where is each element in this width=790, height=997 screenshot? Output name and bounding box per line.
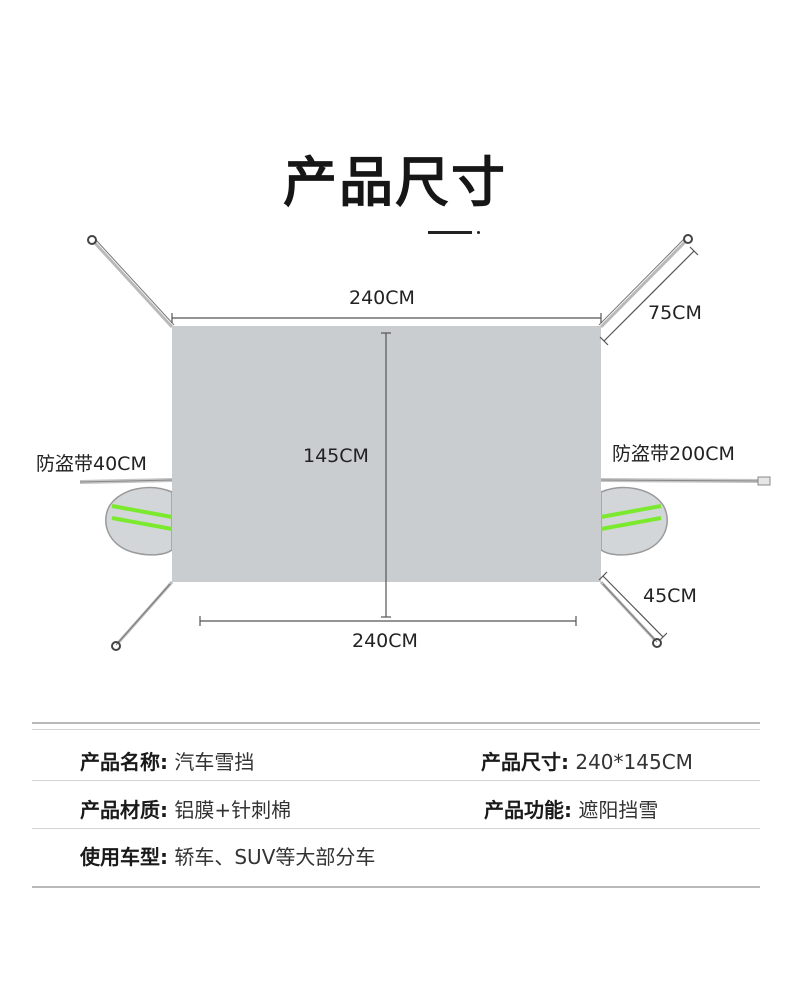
page-title: 产品尺寸: [283, 151, 507, 214]
strap-top-left: [92, 240, 174, 329]
mirror-cover-left: [105, 486, 173, 556]
spec-table-bottom-border: [32, 886, 760, 888]
spec-row-divider: [32, 828, 760, 829]
bottom-width-label: 240CM: [352, 630, 418, 652]
dim-upper-strap: [603, 250, 695, 342]
lower-strap-label: 45CM: [643, 585, 697, 607]
dim-lower-strap: [602, 575, 664, 638]
height-label: 145CM: [303, 445, 369, 467]
anti-theft-straps: [79, 476, 771, 486]
spec-product-name: 产品名称: 汽车雪挡: [80, 750, 255, 774]
mirror-cover-right: [600, 486, 668, 556]
spec-row-divider: [32, 780, 760, 781]
spec-product-size: 产品尺寸: 240*145CM: [481, 750, 693, 774]
right-anti-theft-label: 防盗带200CM: [612, 443, 735, 465]
hook-bottom-right: [652, 638, 662, 648]
title-underline: [428, 231, 472, 234]
hook-bottom-left: [111, 641, 121, 651]
spec-compatible-vehicles: 使用车型: 轿车、SUV等大部分车: [80, 845, 376, 869]
left-anti-theft-label: 防盗带40CM: [36, 453, 147, 475]
title-underline-dot: [477, 231, 480, 234]
upper-strap-label: 75CM: [648, 302, 702, 324]
dimension-lines: [171, 246, 699, 642]
top-width-label: 240CM: [349, 287, 415, 309]
hook-top-right: [683, 234, 693, 244]
spec-material: 产品材质: 铝膜+针刺棉: [80, 798, 292, 822]
spec-table-top-border: [32, 722, 760, 724]
strap-top-right: [599, 239, 688, 329]
strap-hooks: [87, 234, 693, 651]
spec-function: 产品功能: 遮阳挡雪: [484, 798, 659, 822]
hook-top-left: [87, 235, 97, 245]
